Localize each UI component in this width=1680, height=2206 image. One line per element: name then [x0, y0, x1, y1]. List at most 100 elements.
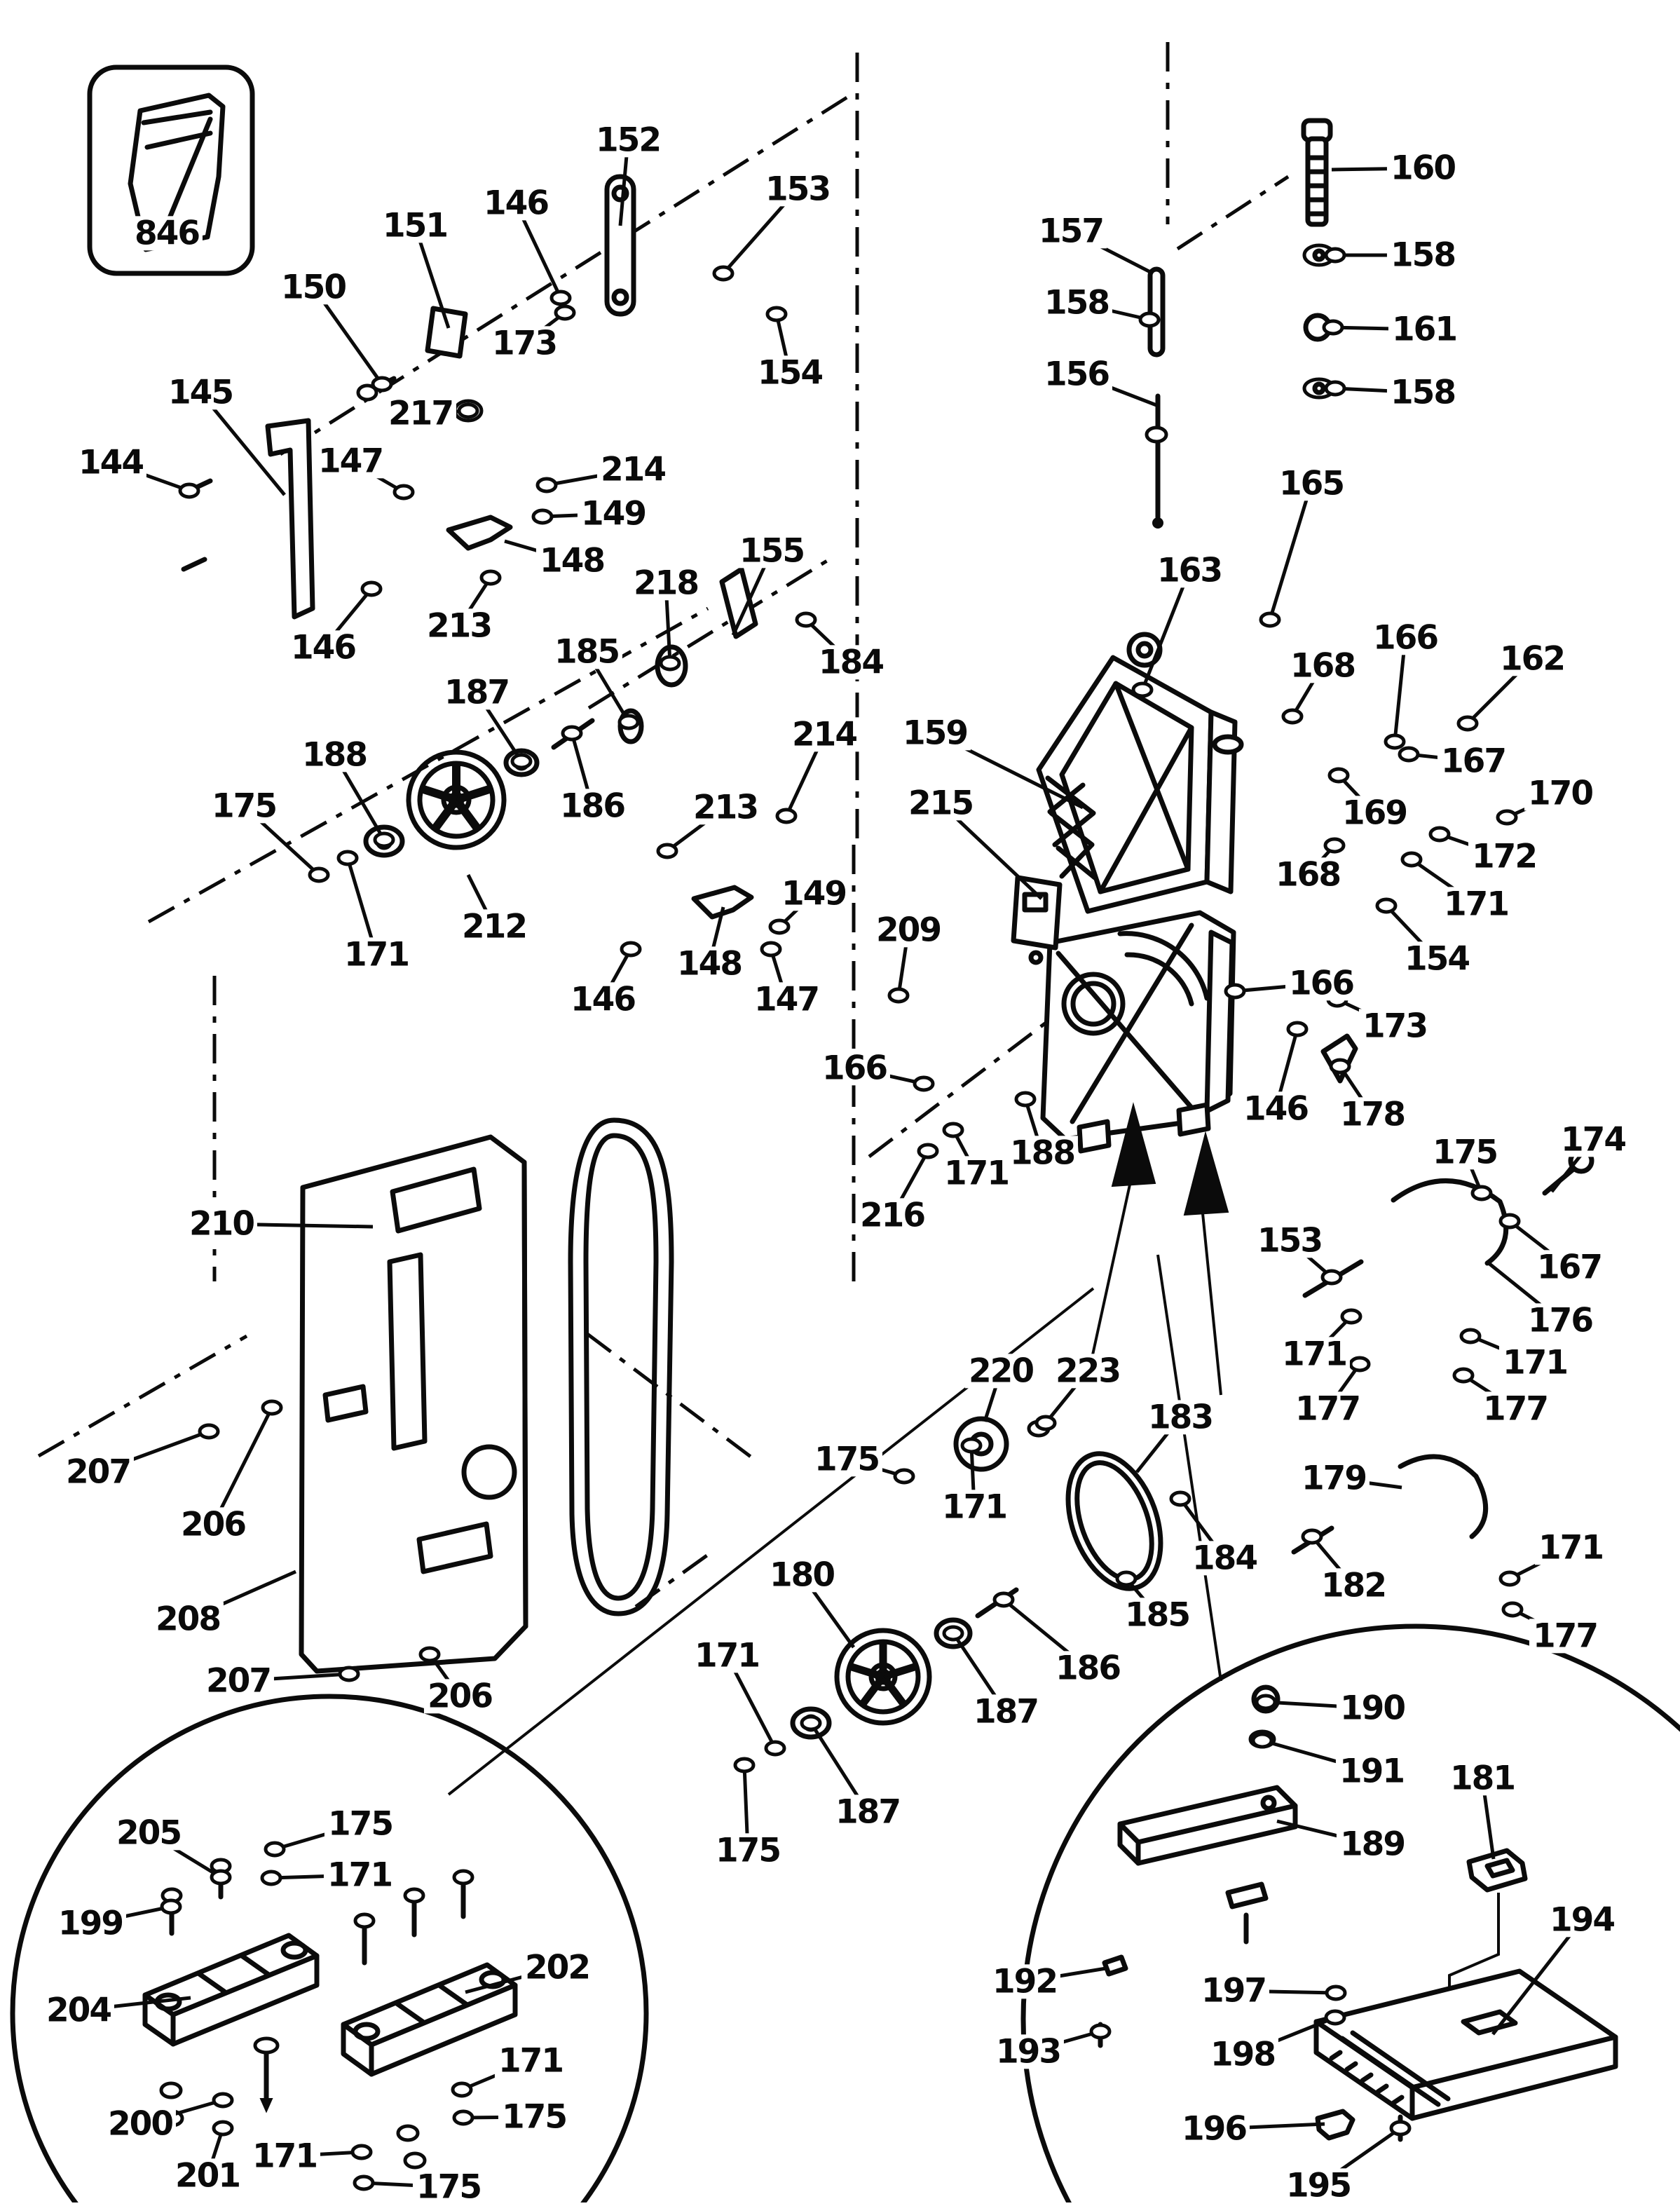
fastener-icon [712, 265, 735, 282]
fastener-icon [212, 2092, 234, 2109]
part-label-171: 171 [1534, 1530, 1607, 1565]
fastener-icon [1329, 1058, 1351, 1075]
leader-line [211, 1406, 274, 1526]
part-label-220: 220 [964, 1354, 1037, 1389]
part-label-152: 152 [592, 123, 664, 158]
fastener-icon [418, 1646, 441, 1663]
part-label-174: 174 [1557, 1122, 1630, 1157]
kit-box [87, 64, 255, 276]
part-label-149: 149 [777, 876, 850, 911]
fastener-icon [212, 2120, 234, 2137]
fastener-icon [210, 1869, 232, 1886]
part-label-194: 194 [1545, 1902, 1618, 1938]
fastener-icon [510, 753, 533, 770]
frame-upper-159 [1036, 632, 1244, 914]
part-label-173: 173 [1358, 1009, 1431, 1044]
fastener-icon [1327, 767, 1350, 784]
left-inset [10, 1694, 649, 2202]
arrow-icon [1111, 1102, 1156, 1187]
fastener-icon [535, 477, 558, 493]
bracket-145 [265, 418, 315, 620]
fastener-icon [733, 1757, 756, 1773]
fastener-icon [451, 2081, 473, 2098]
part-label-191: 191 [1335, 1754, 1408, 1789]
part-label-223: 223 [1051, 1354, 1124, 1389]
leader-line [1268, 483, 1313, 620]
fastener-icon [617, 714, 640, 730]
part-label-171: 171 [1498, 1345, 1571, 1380]
fastener-icon [561, 725, 583, 742]
part-label-167: 167 [1533, 1250, 1606, 1285]
part-label-159: 159 [899, 716, 971, 751]
part-label-166: 166 [1369, 620, 1442, 655]
part-label-187: 187 [831, 1795, 904, 1830]
screw-144b [181, 557, 207, 572]
part-label-183: 183 [1144, 1400, 1217, 1435]
part-label-146: 146 [287, 630, 360, 665]
fastener-icon [1322, 319, 1344, 336]
fastener-icon [795, 611, 817, 628]
fastener-icon [1452, 1367, 1475, 1384]
part-label-206: 206 [177, 1507, 250, 1542]
fastener-icon [360, 580, 383, 597]
fastener-icon [1325, 1984, 1347, 2001]
part-label-171: 171 [690, 1638, 763, 1673]
fastener-icon [656, 843, 678, 859]
fastener-icon [1501, 1601, 1524, 1618]
fastener-icon [659, 655, 681, 672]
part-label-171: 171 [494, 2043, 567, 2078]
part-label-171: 171 [248, 2139, 321, 2174]
part-label-166: 166 [1285, 966, 1358, 1001]
fastener-icon [942, 1625, 964, 1642]
part-label-175: 175 [498, 2099, 571, 2134]
clip-196 [1315, 2109, 1355, 2141]
part-label-210: 210 [185, 1206, 258, 1241]
part-label-177: 177 [1479, 1391, 1552, 1427]
part-label-177: 177 [1291, 1391, 1364, 1427]
part-label-204: 204 [42, 1993, 115, 2028]
fastener-icon [353, 2174, 375, 2191]
plate-151 [425, 306, 468, 359]
fastener-icon [765, 306, 788, 322]
part-label-199: 199 [54, 1906, 127, 1941]
fastener-icon [1384, 733, 1406, 750]
fastener-icon [1496, 809, 1518, 826]
part-label-209: 209 [872, 913, 945, 948]
lever-148a [446, 515, 513, 551]
part-label-168: 168 [1271, 857, 1344, 892]
part-label-186: 186 [556, 789, 629, 824]
fastener-icon [760, 941, 782, 958]
part-label-186: 186 [1051, 1651, 1124, 1686]
part-label-147: 147 [750, 982, 823, 1017]
part-label-184: 184 [814, 645, 887, 680]
rip-fence-arm-189 [1117, 1785, 1298, 1866]
part-label-188: 188 [298, 737, 371, 772]
part-label-156: 156 [1040, 357, 1113, 392]
part-label-187: 187 [969, 1694, 1042, 1729]
fastener-icon [549, 290, 572, 306]
fastener-icon [554, 304, 576, 321]
fastener-icon [1459, 1328, 1482, 1344]
part-label-200: 200 [104, 2106, 177, 2142]
part-label-151: 151 [378, 208, 451, 243]
part-label-175: 175 [412, 2170, 485, 2205]
fastener-icon [1281, 708, 1304, 725]
part-label-187: 187 [440, 675, 513, 710]
part-label-175: 175 [324, 1806, 397, 1841]
part-label-154: 154 [753, 355, 826, 390]
part-label-175: 175 [810, 1442, 883, 1477]
part-label-208: 208 [151, 1602, 224, 1637]
fastener-icon [371, 376, 393, 393]
fastener-icon [336, 850, 359, 866]
part-label-205: 205 [112, 1816, 185, 1851]
part-label-175: 175 [1428, 1135, 1501, 1170]
part-label-161: 161 [1388, 312, 1461, 347]
part-label-148: 148 [673, 946, 746, 981]
fastener-icon [1259, 611, 1281, 628]
fastener-icon [1456, 715, 1479, 732]
arrow-icon [1183, 1131, 1229, 1216]
fastener-icon [1348, 1356, 1371, 1373]
part-label-167: 167 [1437, 744, 1510, 779]
part-label-171: 171 [340, 937, 413, 972]
